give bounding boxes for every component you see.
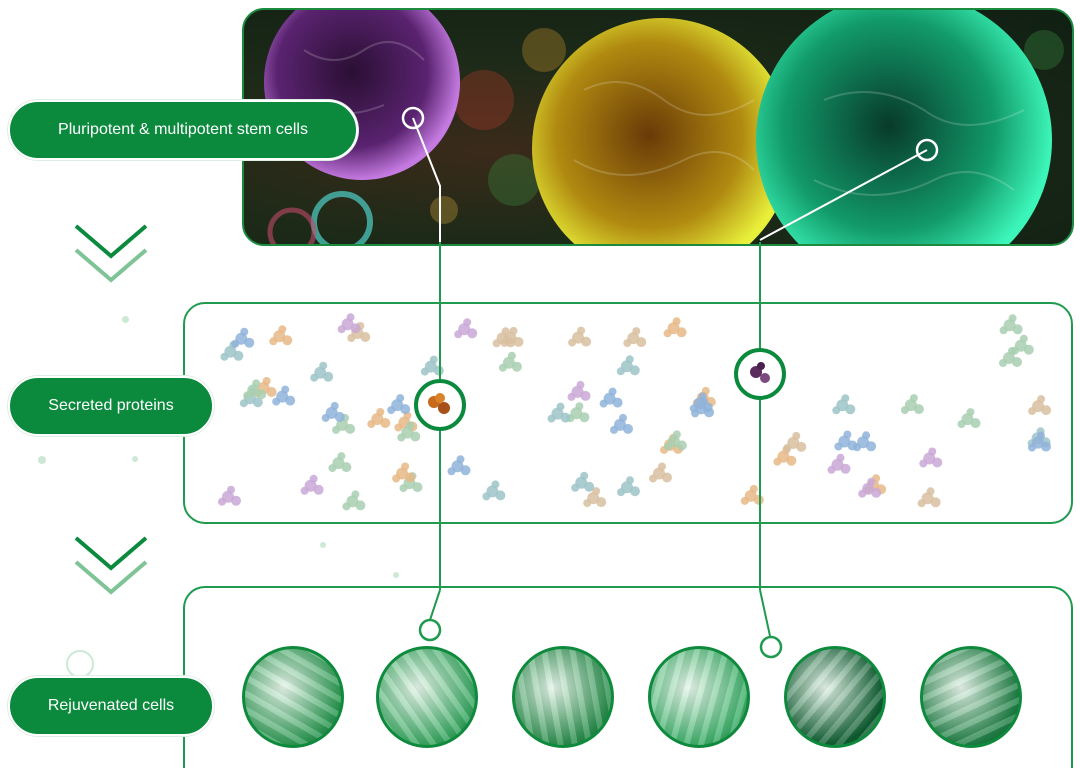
protein-molecule bbox=[337, 313, 361, 334]
protein-molecule bbox=[269, 325, 293, 346]
protein-molecule bbox=[310, 361, 334, 382]
protein-molecule bbox=[957, 408, 981, 429]
neuron-cells-image bbox=[784, 646, 886, 748]
protein-molecule bbox=[482, 480, 506, 501]
protein-molecule bbox=[773, 445, 797, 466]
protein-molecule bbox=[663, 317, 687, 338]
label-stem-cells: Pluripotent & multipotent stem cells bbox=[8, 100, 358, 160]
protein-molecule bbox=[571, 471, 595, 492]
protein-molecule bbox=[617, 476, 640, 497]
protein-molecule bbox=[231, 327, 255, 348]
protein-molecule bbox=[858, 477, 882, 498]
protein-molecule bbox=[583, 487, 607, 508]
decorative-dot bbox=[320, 542, 326, 548]
secreted-proteins-panel bbox=[183, 302, 1073, 524]
decorative-ring bbox=[66, 650, 94, 678]
label-secreted-proteins-text: Secreted proteins bbox=[48, 397, 174, 414]
protein-molecule bbox=[649, 462, 672, 483]
protein-molecule bbox=[568, 326, 592, 347]
protein-molecule bbox=[616, 355, 640, 376]
protein-molecule bbox=[218, 485, 241, 506]
protein-molecule bbox=[547, 402, 571, 423]
protein-molecule bbox=[397, 421, 421, 442]
protein-molecule bbox=[1010, 334, 1034, 355]
protein-molecule bbox=[567, 380, 591, 401]
protein-molecule bbox=[332, 413, 356, 434]
immune-cell-image bbox=[512, 646, 614, 748]
stem-cells-image bbox=[242, 8, 1074, 246]
protein-scatter bbox=[218, 313, 1052, 511]
protein-molecule bbox=[610, 413, 633, 434]
yellow-stem-cell bbox=[532, 18, 792, 244]
protein-molecule bbox=[999, 347, 1022, 367]
protein-molecule bbox=[663, 430, 687, 451]
epithelial-cells-image bbox=[242, 646, 344, 748]
protein-molecule bbox=[917, 487, 941, 508]
protein-molecule bbox=[623, 327, 647, 348]
protein-molecule bbox=[853, 431, 877, 452]
protein-molecule bbox=[367, 408, 391, 428]
protein-molecule bbox=[827, 453, 851, 474]
fibroblast-cells-image bbox=[376, 646, 478, 748]
protein-molecule bbox=[328, 452, 352, 473]
protein-molecule bbox=[498, 351, 522, 372]
protein-molecule bbox=[447, 455, 471, 476]
blood-cells-image bbox=[648, 646, 750, 748]
protein-molecule bbox=[691, 397, 715, 418]
label-secreted-proteins: Secreted proteins bbox=[8, 376, 214, 436]
label-stem-cells-text: Pluripotent & multipotent stem cells bbox=[58, 121, 308, 138]
protein-molecule bbox=[300, 474, 324, 495]
protein-molecule bbox=[599, 387, 623, 408]
protein-molecule bbox=[832, 394, 856, 415]
protein-molecule bbox=[900, 394, 924, 415]
protein-molecule bbox=[834, 430, 858, 451]
protein-molecule bbox=[740, 484, 764, 505]
protein-molecule bbox=[321, 401, 345, 422]
decorative-dot bbox=[393, 572, 399, 578]
down-chevron-icon bbox=[74, 536, 148, 595]
decorative-dot bbox=[132, 456, 138, 462]
protein-molecule bbox=[272, 385, 296, 406]
protein-molecule bbox=[454, 318, 478, 339]
protein-molecule bbox=[1028, 395, 1052, 416]
white-cell-image bbox=[920, 646, 1022, 748]
protein-molecule bbox=[387, 394, 411, 415]
label-rejuvenated-cells: Rejuvenated cells bbox=[8, 676, 214, 736]
protein-molecule bbox=[919, 447, 943, 468]
protein-molecule bbox=[999, 314, 1023, 335]
protein-molecule bbox=[1028, 431, 1051, 452]
down-chevron-icon bbox=[74, 224, 148, 283]
protein-molecule bbox=[342, 490, 366, 511]
protein-molecule bbox=[500, 326, 524, 347]
protein-molecule bbox=[392, 462, 416, 483]
protein-molecule bbox=[243, 379, 267, 400]
decorative-dot bbox=[38, 456, 46, 464]
label-rejuvenated-cells-text: Rejuvenated cells bbox=[47, 697, 175, 714]
protein-molecule bbox=[420, 355, 444, 376]
decorative-dot bbox=[122, 316, 129, 323]
teal-stem-cell bbox=[756, 10, 1052, 244]
protein-molecule bbox=[783, 431, 807, 452]
